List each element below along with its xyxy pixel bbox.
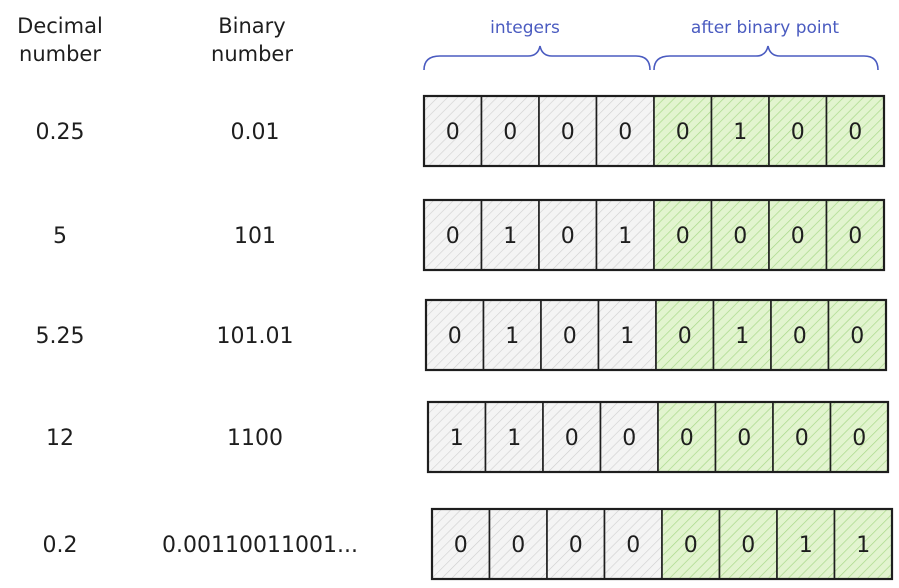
bit-value: 0 xyxy=(791,120,805,145)
bit-value: 0 xyxy=(626,533,640,558)
bit-value: 1 xyxy=(505,324,519,349)
fraction-bit-cell xyxy=(827,299,887,371)
integer-bit-cell xyxy=(427,401,487,473)
bit-value: 1 xyxy=(618,224,632,249)
bit-register-row-5: 0 0 0 0 0 0 1 1 xyxy=(430,507,894,581)
binary-header-line2: number xyxy=(211,42,293,66)
bit-value: 0 xyxy=(446,224,460,249)
bit-value: 1 xyxy=(733,120,747,145)
integers-label: integers xyxy=(490,18,560,38)
bit-value: 0 xyxy=(618,120,632,145)
fraction-label: after binary point xyxy=(690,18,840,38)
bit-value: 0 xyxy=(448,324,462,349)
bit-value: 1 xyxy=(503,224,517,249)
fraction-bit-cell xyxy=(710,95,770,167)
integer-bit-cell xyxy=(480,199,540,271)
integer-bit-cell xyxy=(540,299,600,371)
decimal-header-line2: number xyxy=(19,42,101,66)
bit-value: 0 xyxy=(737,426,751,451)
bit-register-border xyxy=(422,94,886,168)
bit-value: 0 xyxy=(511,533,525,558)
bit-value: 0 xyxy=(446,120,460,145)
fraction-bit-cell xyxy=(776,508,836,580)
decimal-number-header: Decimal number xyxy=(0,12,120,68)
bit-register-border xyxy=(426,400,890,474)
integer-bit-cell xyxy=(595,95,655,167)
bit-value: 1 xyxy=(507,426,521,451)
binary-value-row-1: 0.01 xyxy=(230,120,280,145)
integers-brace xyxy=(423,45,651,71)
bit-value: 0 xyxy=(565,426,579,451)
bit-value: 0 xyxy=(678,324,692,349)
integer-bit-cell xyxy=(482,299,542,371)
bit-register-row-3: 0 1 0 1 0 1 0 0 xyxy=(424,298,888,372)
bit-value: 0 xyxy=(791,224,805,249)
bit-register-row-4: 1 1 0 0 0 0 0 0 xyxy=(426,400,890,474)
binary-value-row-3: 101.01 xyxy=(216,324,294,349)
bit-value: 0 xyxy=(454,533,468,558)
fraction-bit-cell xyxy=(768,95,828,167)
bit-value: 0 xyxy=(561,224,575,249)
binary-value-row-5: 0.00110011001... xyxy=(162,533,358,558)
decimal-value-row-2: 5 xyxy=(53,224,67,249)
decimal-value-row-3: 5.25 xyxy=(35,324,85,349)
decimal-value-row-1: 0.25 xyxy=(35,120,85,145)
fraction-bit-cell xyxy=(661,508,721,580)
bit-register-row-1: 0 0 0 0 0 1 0 0 xyxy=(422,94,886,168)
decimal-header-line1: Decimal xyxy=(17,14,103,38)
bit-value: 0 xyxy=(848,224,862,249)
bit-value: 0 xyxy=(676,120,690,145)
integer-bit-cell xyxy=(431,508,491,580)
bit-value: 0 xyxy=(795,426,809,451)
bit-value: 1 xyxy=(735,324,749,349)
bit-value: 0 xyxy=(561,120,575,145)
fraction-bit-cell xyxy=(653,199,713,271)
bit-value: 0 xyxy=(848,120,862,145)
bit-value: 0 xyxy=(503,120,517,145)
bit-value: 0 xyxy=(852,426,866,451)
bit-register-border xyxy=(430,507,894,581)
fraction-bit-cell xyxy=(825,95,885,167)
bit-value: 0 xyxy=(733,224,747,249)
binary-header-line1: Binary xyxy=(218,14,286,38)
bit-value: 1 xyxy=(799,533,813,558)
bit-value: 0 xyxy=(741,533,755,558)
binary-value-row-2: 101 xyxy=(234,224,276,249)
binary-value-row-4: 1100 xyxy=(227,426,283,451)
bit-value: 1 xyxy=(856,533,870,558)
fraction-brace xyxy=(653,45,879,71)
bit-value: 0 xyxy=(680,426,694,451)
bit-value: 0 xyxy=(569,533,583,558)
bit-value: 1 xyxy=(620,324,634,349)
bit-register-row-2: 0 1 0 1 0 0 0 0 xyxy=(422,198,886,272)
bit-value: 0 xyxy=(850,324,864,349)
bit-value: 0 xyxy=(684,533,698,558)
bit-register-border xyxy=(422,198,886,272)
decimal-value-row-4: 12 xyxy=(46,426,74,451)
bit-value: 0 xyxy=(676,224,690,249)
bit-value: 0 xyxy=(563,324,577,349)
fraction-bit-cell xyxy=(710,199,770,271)
integer-bit-cell xyxy=(538,199,598,271)
binary-number-header: Binary number xyxy=(192,12,312,68)
fraction-bit-cell xyxy=(825,199,885,271)
decimal-value-row-5: 0.2 xyxy=(42,533,78,558)
bit-value: 0 xyxy=(622,426,636,451)
bit-value: 1 xyxy=(450,426,464,451)
bit-register-border xyxy=(424,298,888,372)
integer-bit-cell xyxy=(595,199,655,271)
integer-bit-cell xyxy=(546,508,606,580)
fraction-bit-cell xyxy=(833,508,893,580)
bit-value: 0 xyxy=(793,324,807,349)
